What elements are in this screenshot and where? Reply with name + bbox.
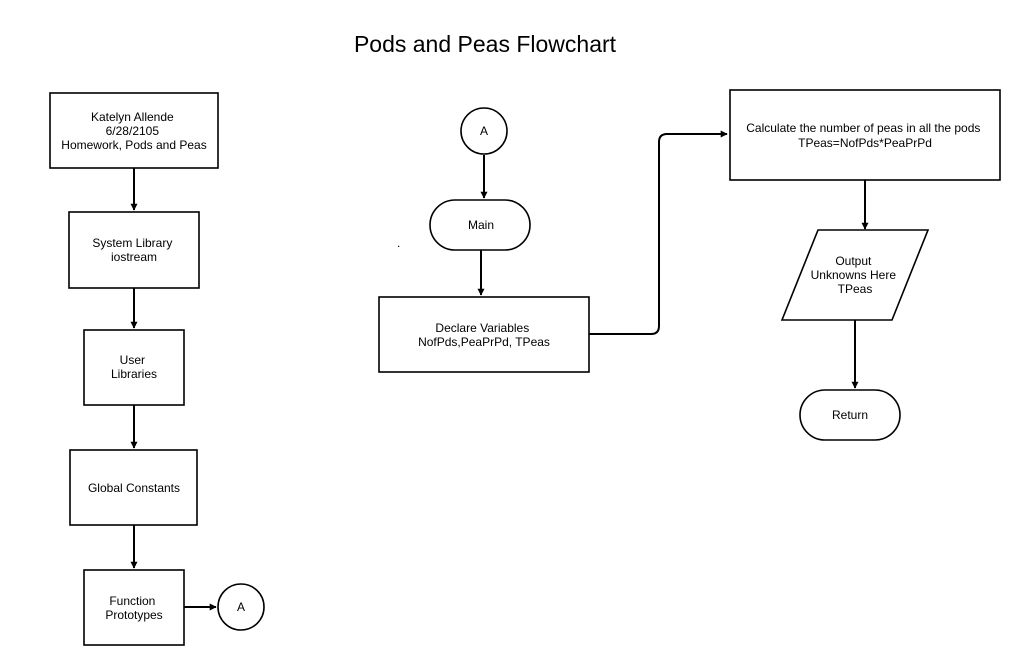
edges <box>130 130 869 611</box>
edge-declare-to-calculate <box>589 130 728 335</box>
output-label: Output Unknowns Here TPeas <box>811 254 900 296</box>
header-box-label: Katelyn Allende 6/28/2105 Homework, Pods… <box>61 110 206 152</box>
declare-variables-label: Declare Variables NofPds,PeaPrPd, TPeas <box>418 321 550 349</box>
header-date: 6/28/2105 <box>106 124 160 138</box>
system-library-label: System Library iostream <box>92 236 175 264</box>
user-libraries-box: User Libraries <box>83 329 185 406</box>
header-box: Katelyn Allende 6/28/2105 Homework, Pods… <box>49 92 219 169</box>
calculate-label: Calculate the number of peas in all the … <box>746 121 984 150</box>
connector-a-left: A <box>217 583 265 631</box>
diagram-title: Pods and Peas Flowchart <box>354 31 617 57</box>
header-assignment: Homework, Pods and Peas <box>61 138 206 152</box>
stray-dot: . <box>397 236 400 250</box>
calculate-box: Calculate the number of peas in all the … <box>729 89 1001 181</box>
connector-a-top-label: A <box>480 124 488 138</box>
output-parallelogram: Output Unknowns Here TPeas <box>780 229 930 321</box>
global-constants-box: Global Constants <box>69 449 198 526</box>
global-constants-label: Global Constants <box>88 481 180 495</box>
declare-variables-box: Declare Variables NofPds,PeaPrPd, TPeas <box>378 296 590 373</box>
header-author: Katelyn Allende <box>91 110 174 124</box>
connector-a-top: A <box>460 107 508 155</box>
connector-a-left-label: A <box>237 600 245 614</box>
main-terminal: Main <box>429 199 531 251</box>
return-terminal-label: Return <box>832 408 868 422</box>
main-terminal-label: Main <box>468 218 494 232</box>
function-prototypes-label: Function Prototypes <box>105 594 162 622</box>
user-libraries-label: User Libraries <box>111 353 157 381</box>
function-prototypes-box: Function Prototypes <box>83 569 185 646</box>
return-terminal: Return <box>799 389 901 441</box>
system-library-box: System Library iostream <box>68 211 200 289</box>
